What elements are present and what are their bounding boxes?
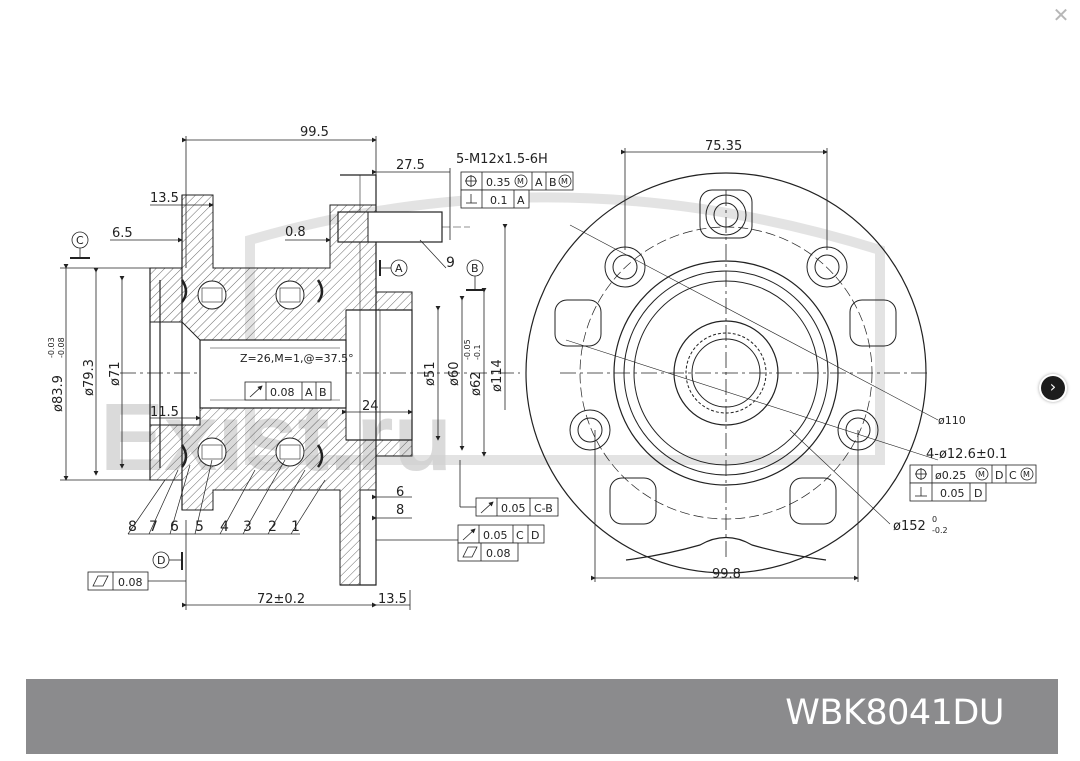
fcf-runout-005-cb: 0.05 C-B — [459, 460, 559, 517]
dim-62-upper-tol: -0.05 — [463, 339, 472, 360]
dim-152: ø152 — [893, 519, 926, 534]
dim-13-5-top: 13.5 — [150, 191, 179, 206]
fcf-runout-008-ref-b: B — [319, 386, 327, 399]
section-dimension-lines — [60, 136, 508, 610]
dim-holes: 4-ø12.6±0.1 — [926, 447, 1007, 462]
fcf-position-025: ø0.25 M D C M — [909, 464, 1037, 484]
datum-c-label: C — [76, 234, 84, 247]
fcf-runout-005-cd-value: 0.05 — [483, 529, 508, 542]
dim-27-5: 27.5 — [396, 158, 425, 173]
dim-51: ø51 — [423, 362, 438, 387]
fcf-perpendicular-01-value: 0.1 — [490, 194, 508, 207]
fcf-perpendicular-01-ref-a: A — [517, 194, 525, 207]
fcf-position-025-mmc: M — [978, 470, 985, 479]
callout-2: 2 — [268, 519, 277, 535]
fcf-position-035-value: 0.35 — [486, 176, 511, 189]
datum-symbols — [70, 231, 484, 570]
fcf-runout-008-value: 0.08 — [270, 386, 295, 399]
fcf-flatness-008-left: 0.08 — [87, 571, 186, 591]
fcf-position-035-ref-a: A — [535, 176, 543, 189]
fcf-position-035-mmc-2: M — [561, 177, 568, 186]
callout-6: 6 — [170, 519, 179, 535]
dim-6-5: 6.5 — [112, 226, 133, 241]
fcf-runout-008-ref-a: A — [305, 386, 313, 399]
callout-7: 7 — [149, 519, 158, 535]
front-dimension-lines — [591, 148, 859, 582]
caption-bar: WBK8041DU — [26, 679, 1058, 754]
dim-99-8: 99.8 — [712, 567, 741, 582]
spline-spec: Z=26,M=1,@=37.5° — [240, 352, 354, 365]
part-number-label: WBK8041DU — [785, 693, 1004, 733]
dim-6: 6 — [396, 485, 404, 500]
close-icon[interactable]: ✕ — [1052, 3, 1070, 27]
fcf-perpendicular-01: 0.1 A — [460, 189, 530, 209]
callout-3: 3 — [243, 519, 252, 535]
chevron-right-icon[interactable]: › — [1041, 376, 1065, 400]
dim-114: ø114 — [490, 359, 505, 392]
dim-152-upper-tol: 0 — [932, 515, 937, 524]
dim-99-5: 99.5 — [300, 125, 329, 140]
dim-60: ø60 — [447, 362, 462, 387]
fcf-position-035: 0.35 M A B M — [460, 171, 574, 191]
dim-152-lower-tol: -0.2 — [932, 526, 948, 535]
fcf-flatness-008-mid: 0.08 — [376, 539, 519, 562]
dim-75-35: 75.35 — [705, 139, 742, 154]
dim-71: ø71 — [108, 362, 123, 387]
fcf-position-035-mmc: M — [517, 177, 524, 186]
dim-79-3: ø79.3 — [82, 359, 97, 396]
dim-83-9-upper-tol: -0.03 — [47, 337, 56, 358]
fcf-position-035-ref-b: B — [549, 176, 557, 189]
dim-11-5: 11.5 — [150, 405, 179, 420]
callout-4: 4 — [220, 519, 229, 535]
dim-24: 24 — [362, 399, 379, 414]
dim-13-5-bottom: 13.5 — [378, 592, 407, 607]
fcf-position-025-ref-c: C — [1009, 469, 1017, 482]
fcf-perpendicular-005: 0.05 D — [909, 482, 987, 502]
mounting-holes — [554, 189, 897, 525]
dim-72: 72±0.2 — [257, 592, 305, 607]
fcf-runout-005-cd-ref-d: D — [531, 529, 539, 542]
callout-5: 5 — [195, 519, 204, 535]
fcf-runout-005-cd: 0.05 C D — [457, 524, 545, 544]
fcf-position-025-mmc-2: M — [1023, 470, 1030, 479]
dim-62: ø62 — [469, 372, 484, 397]
dim-0-8: 0.8 — [285, 225, 306, 240]
hub-front-view — [525, 172, 939, 574]
fcf-runout-005-cd-ref-c: C — [516, 529, 524, 542]
datum-b-label: B — [471, 262, 479, 275]
dim-110: ø110 — [938, 414, 966, 427]
fcf-flatness-008-mid-value: 0.08 — [486, 547, 511, 560]
fcf-position-025-ref-d: D — [995, 469, 1003, 482]
dim-8: 8 — [396, 503, 404, 518]
fcf-perpendicular-005-value: 0.05 — [940, 487, 965, 500]
dim-83-9-lower-tol: -0.08 — [57, 337, 66, 358]
fcf-position-025-value: ø0.25 — [935, 469, 966, 482]
fcf-runout-005-cb-value: 0.05 — [501, 502, 526, 515]
fcf-runout-005-cb-ref: C-B — [534, 502, 553, 515]
fcf-flatness-008-left-value: 0.08 — [118, 576, 143, 589]
dim-83-9: ø83.9 — [51, 375, 66, 412]
dim-62-lower-tol: -0.1 — [473, 344, 482, 360]
callout-leaders — [127, 239, 447, 535]
fcf-runout-008: 0.08 A B — [244, 381, 332, 401]
datum-a-label: A — [395, 262, 403, 275]
dim-thread: 5-M12x1.5-6H — [456, 152, 548, 167]
datum-d-label: D — [157, 554, 165, 567]
callout-9: 9 — [446, 255, 455, 271]
fcf-perpendicular-005-ref-d: D — [974, 487, 982, 500]
